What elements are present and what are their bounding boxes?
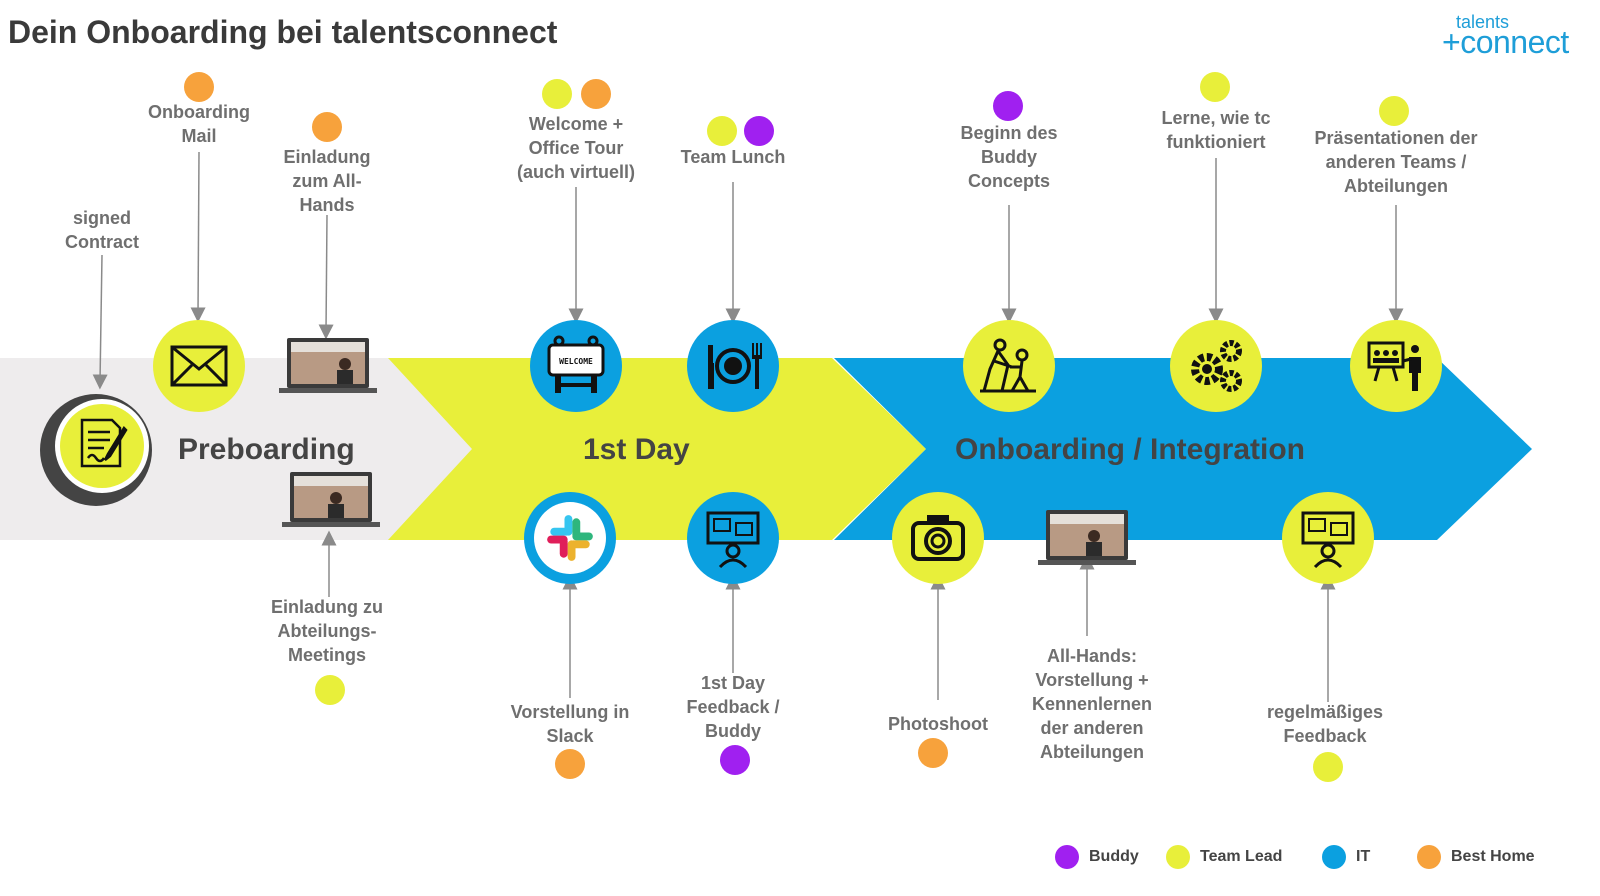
legend-it: IT bbox=[1322, 844, 1370, 870]
legend-team-lead: Team Lead bbox=[1166, 844, 1282, 870]
slack-logo-icon bbox=[547, 515, 593, 561]
buddy-help-icon bbox=[980, 338, 1036, 393]
slack-circle bbox=[524, 492, 616, 584]
step-signed-contract: signed Contract bbox=[64, 208, 139, 252]
role-dot-best-home bbox=[312, 112, 342, 142]
step-einladung-abteilung: Einladung zu Abteilungs- Meetings bbox=[271, 597, 383, 665]
legend-label-buddy: Buddy bbox=[1089, 848, 1139, 865]
first-day-feedback-circle bbox=[687, 492, 779, 584]
welcome-sign-icon: WELCOME bbox=[547, 335, 605, 393]
role-dot-team-lead bbox=[1200, 72, 1230, 102]
step-regelmaessiges-feedback: regelmäßiges Feedback bbox=[1266, 702, 1384, 746]
role-dot-team-lead bbox=[542, 79, 572, 109]
step-beginn-buddy: Beginn des Buddy Concepts bbox=[960, 123, 1058, 191]
logo-top: talents bbox=[1456, 12, 1510, 32]
step-vorstellung-slack: Vorstellung in Slack bbox=[510, 702, 630, 746]
phase-first-day: 1st Day bbox=[583, 433, 690, 466]
role-dot-buddy bbox=[993, 91, 1023, 121]
regular-feedback-circle bbox=[1282, 492, 1374, 584]
welcome-circle: WELCOME bbox=[530, 320, 622, 412]
logo-bottom: +connect bbox=[1442, 24, 1569, 60]
laptop-icon bbox=[279, 338, 377, 393]
buddy-concept-circle bbox=[963, 320, 1055, 412]
legend-label-team-lead: Team Lead bbox=[1200, 848, 1283, 865]
role-dot-team-lead bbox=[315, 675, 345, 705]
legend-dot-team-lead bbox=[1166, 845, 1190, 869]
photoshoot-circle bbox=[892, 492, 984, 584]
legend-dot-buddy bbox=[1055, 845, 1079, 869]
step-team-lunch: Team Lunch bbox=[680, 147, 786, 167]
camera-icon bbox=[911, 515, 965, 561]
role-dot-team-lead bbox=[707, 116, 737, 146]
legend-label-it: IT bbox=[1356, 848, 1371, 865]
step-praesentationen: Präsentationen der anderen Teams / Abtei… bbox=[1314, 128, 1478, 196]
role-dot-best-home bbox=[918, 738, 948, 768]
envelope-icon bbox=[170, 345, 228, 387]
phase-preboarding: Preboarding bbox=[178, 433, 355, 466]
legend-best-home: Best Home bbox=[1417, 844, 1535, 870]
step-photoshoot: Photoshoot bbox=[888, 714, 988, 734]
step-einladung-all-hands: Einladung zum All- Hands bbox=[283, 147, 371, 215]
step-welcome-tour: Welcome + Office Tour (auch virtuell) bbox=[516, 114, 636, 182]
welcome-sign-text: WELCOME bbox=[559, 357, 593, 366]
step-onboarding-mail: Onboarding Mail bbox=[148, 102, 250, 146]
role-dot-buddy bbox=[744, 116, 774, 146]
step-first-day-feedback: 1st Day Feedback / Buddy bbox=[686, 673, 780, 741]
role-dot-best-home bbox=[555, 749, 585, 779]
step-lerne-tc: Lerne, wie tc funktioniert bbox=[1161, 108, 1271, 152]
feedback-icon bbox=[1301, 511, 1355, 569]
plate-cutlery-icon bbox=[708, 343, 762, 389]
lerne-tc-circle bbox=[1170, 320, 1262, 412]
page-title: Dein Onboarding bei talentsconnect bbox=[8, 14, 558, 50]
praesentation-circle bbox=[1350, 320, 1442, 412]
legend-dot-it bbox=[1322, 845, 1346, 869]
role-dot-best-home bbox=[581, 79, 611, 109]
role-dot-best-home bbox=[184, 72, 214, 102]
team-lunch-circle bbox=[687, 320, 779, 412]
slack-inner bbox=[534, 502, 606, 574]
legend-buddy: Buddy bbox=[1055, 844, 1139, 870]
legend-label-best-home: Best Home bbox=[1451, 848, 1535, 865]
laptop-icon bbox=[282, 472, 380, 527]
contract-signing-icon bbox=[80, 418, 128, 468]
legend-dot-best-home bbox=[1417, 845, 1441, 869]
presentation-icon bbox=[1367, 341, 1421, 391]
gears-icon bbox=[1191, 340, 1242, 392]
talentsconnect-logo: talents +connect bbox=[1440, 8, 1590, 60]
role-dot-buddy bbox=[720, 745, 750, 775]
role-dot-team-lead bbox=[1379, 96, 1409, 126]
step-all-hands-vorstellung: All-Hands: Vorstellung + Kennenlernen de… bbox=[1031, 646, 1153, 762]
role-dot-team-lead bbox=[1313, 752, 1343, 782]
onboarding-mail-circle bbox=[153, 320, 245, 412]
contract-circle bbox=[40, 394, 152, 506]
feedback-icon bbox=[706, 511, 760, 569]
phase-integration: Onboarding / Integration bbox=[955, 433, 1305, 466]
laptop-icon bbox=[1038, 510, 1136, 565]
first-day-band bbox=[388, 358, 926, 540]
